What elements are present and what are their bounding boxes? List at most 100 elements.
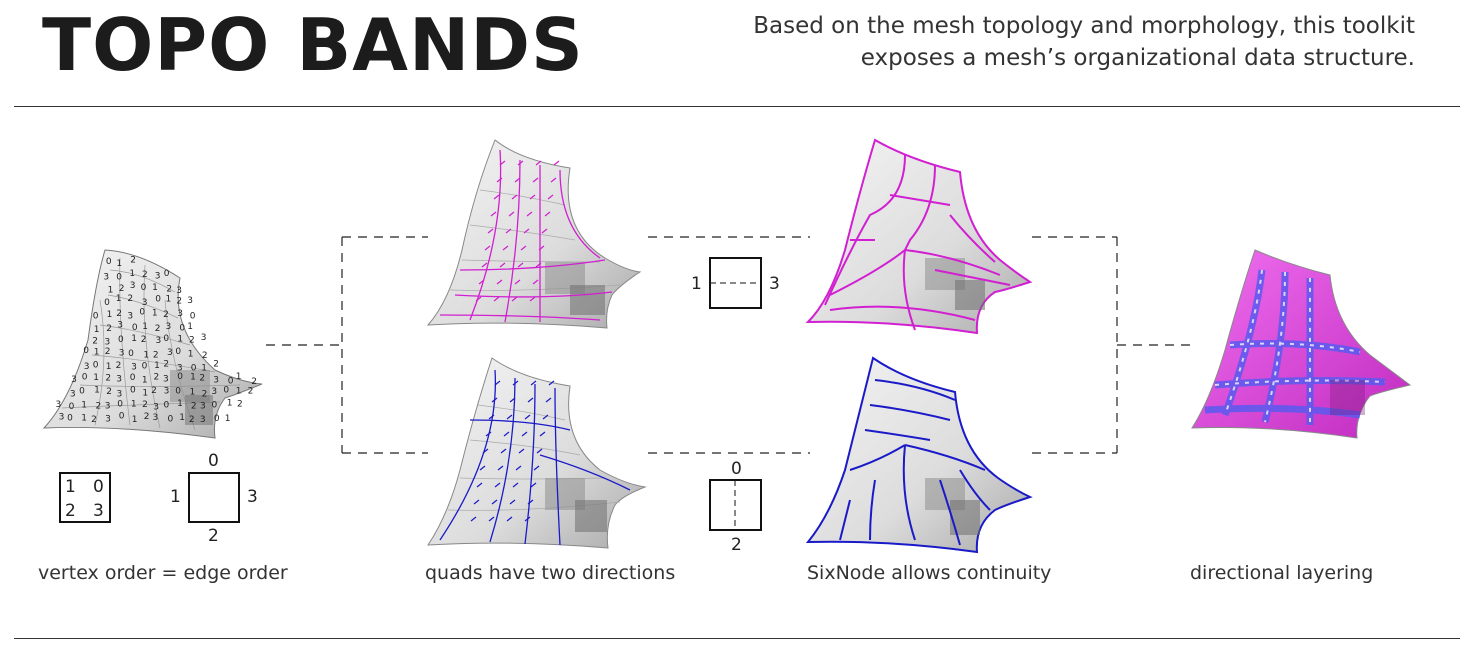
mesh-vertex-number: 2: [106, 324, 112, 334]
direction-tick: [535, 160, 542, 166]
mesh-vertex-number: 2: [142, 400, 148, 410]
mesh-vertex-number: 3: [117, 320, 123, 330]
direction-tick: [521, 431, 528, 437]
mesh-vertex-number: 3: [167, 348, 173, 358]
mesh-vertex-number: 1: [116, 294, 122, 304]
mesh-vertex-number: 0: [155, 295, 161, 305]
mesh-vertex-number: 1: [190, 388, 196, 398]
direction-tick: [478, 279, 485, 285]
mesh-vertex-number: 3: [156, 336, 162, 346]
mesh-vertex-number: 1: [94, 347, 100, 357]
direction-tick: [542, 414, 549, 420]
mesh-vertex-number: 1: [116, 259, 122, 269]
direction-tick: [473, 499, 480, 505]
direction-tick: [532, 279, 539, 285]
mesh-vertex-number: 0: [228, 376, 234, 386]
mesh-vertex-number: 3: [177, 364, 183, 374]
direction-tick: [470, 516, 477, 522]
subtitle-line-2: exposes a mesh’s organizational data str…: [860, 45, 1415, 71]
mesh-vertex-number: 3: [131, 363, 137, 373]
direction-tick: [515, 465, 522, 471]
mesh-vertex-number: 2: [119, 284, 125, 294]
direction-tick: [550, 177, 557, 183]
mesh-surface: [426, 139, 642, 329]
direction-tick: [524, 414, 531, 420]
edge-label-top: 0: [208, 451, 219, 471]
direction-tick: [485, 431, 492, 437]
direction-tick: [503, 431, 510, 437]
mesh-vertex-number: 3: [200, 415, 206, 425]
direction-a-right: 3: [769, 274, 780, 294]
mesh-vertex-number: 2: [105, 374, 111, 384]
mesh-vertex-number: 1: [166, 294, 172, 304]
mesh-vertex-number: 2: [92, 337, 98, 347]
mesh-vertex-number: 1: [227, 398, 233, 408]
direction-tick: [505, 228, 512, 234]
direction-tick: [493, 296, 500, 302]
mesh-vertex-number: 2: [130, 255, 136, 265]
mesh-vertex-number: 2: [248, 387, 254, 397]
mesh-dark-cell: [955, 280, 985, 310]
direction-b-top: 0: [731, 459, 742, 479]
mesh-vertex-number: 3: [176, 286, 182, 296]
mesh-vertex-number: 0: [132, 323, 138, 333]
mesh-vertex-number: 1: [152, 283, 158, 293]
mesh-direction-ticks: [475, 160, 560, 302]
direction-tick: [541, 228, 548, 234]
mesh-vertex-number: 3: [166, 322, 172, 332]
mesh-vertex-number: 3: [103, 273, 109, 283]
direction-tick: [479, 465, 486, 471]
mesh-vertex-number: 3: [130, 281, 136, 291]
caption-vertex-order: vertex order = edge order: [38, 562, 288, 584]
mesh-vertex-number: 1: [94, 325, 100, 335]
mesh-vertex-number: 0: [119, 411, 125, 421]
mesh-vertex-number: 1: [236, 372, 242, 382]
mesh-vertex-number: 0: [212, 400, 218, 410]
mesh-vertex-number: 0: [142, 362, 148, 372]
direction-tick: [484, 245, 491, 251]
mesh-vertex-number: 1: [94, 385, 100, 395]
mesh-vertex-number: 3: [56, 400, 62, 410]
caption-layering: directional layering: [1190, 562, 1374, 584]
mesh-directional-layering: [1191, 249, 1412, 439]
mesh-vertex-number: 3: [105, 402, 111, 412]
caption-sixnode: SixNode allows continuity: [807, 562, 1052, 584]
mesh-vertex-number: 1: [81, 401, 87, 411]
direction-tick: [527, 499, 534, 505]
mesh-vertex-number: 0: [168, 415, 174, 425]
mesh-vertex-number: 0: [93, 312, 99, 322]
direction-tick: [476, 482, 483, 488]
direction-tick: [499, 262, 506, 268]
mesh-vertex-number: 3: [142, 298, 148, 308]
mesh-vertex-number: 0: [191, 364, 197, 374]
mesh-vertex-number: 2: [202, 390, 208, 400]
mesh-vertex-number: 2: [191, 402, 197, 412]
edge-order-box: 0 1 3 2: [170, 451, 258, 546]
direction-tick: [494, 380, 501, 386]
direction-tick: [506, 414, 513, 420]
mesh-vertex-number: 0: [175, 347, 181, 357]
mesh-vertex-number: 0: [104, 298, 110, 308]
mesh-vertex-number: 0: [179, 324, 185, 334]
direction-tick: [491, 499, 498, 505]
direction-tick: [544, 211, 551, 217]
mesh-vertex-number: 1: [129, 269, 135, 279]
mesh-vertex-number: 3: [116, 375, 122, 385]
connector-lines: [266, 236, 1192, 454]
mesh-vertex-number: 0: [117, 399, 123, 409]
mesh-vertex-number: 3: [177, 309, 183, 319]
direction-tick: [500, 448, 507, 454]
direction-tick: [533, 465, 540, 471]
mesh-vertex-number: 2: [237, 399, 243, 409]
mesh-sixnode-blue: [805, 356, 1033, 554]
mesh-vertex-number: 2: [213, 359, 219, 369]
direction-tick: [511, 296, 518, 302]
mesh-vertex-number: 2: [151, 386, 157, 396]
direction-tick: [529, 296, 536, 302]
mesh-vertex-number: 1: [152, 309, 158, 319]
direction-box-horizontal: 1 3: [691, 257, 780, 309]
mesh-sixnode-magenta: [805, 138, 1033, 335]
mesh-vertex-number: 3: [71, 375, 77, 385]
